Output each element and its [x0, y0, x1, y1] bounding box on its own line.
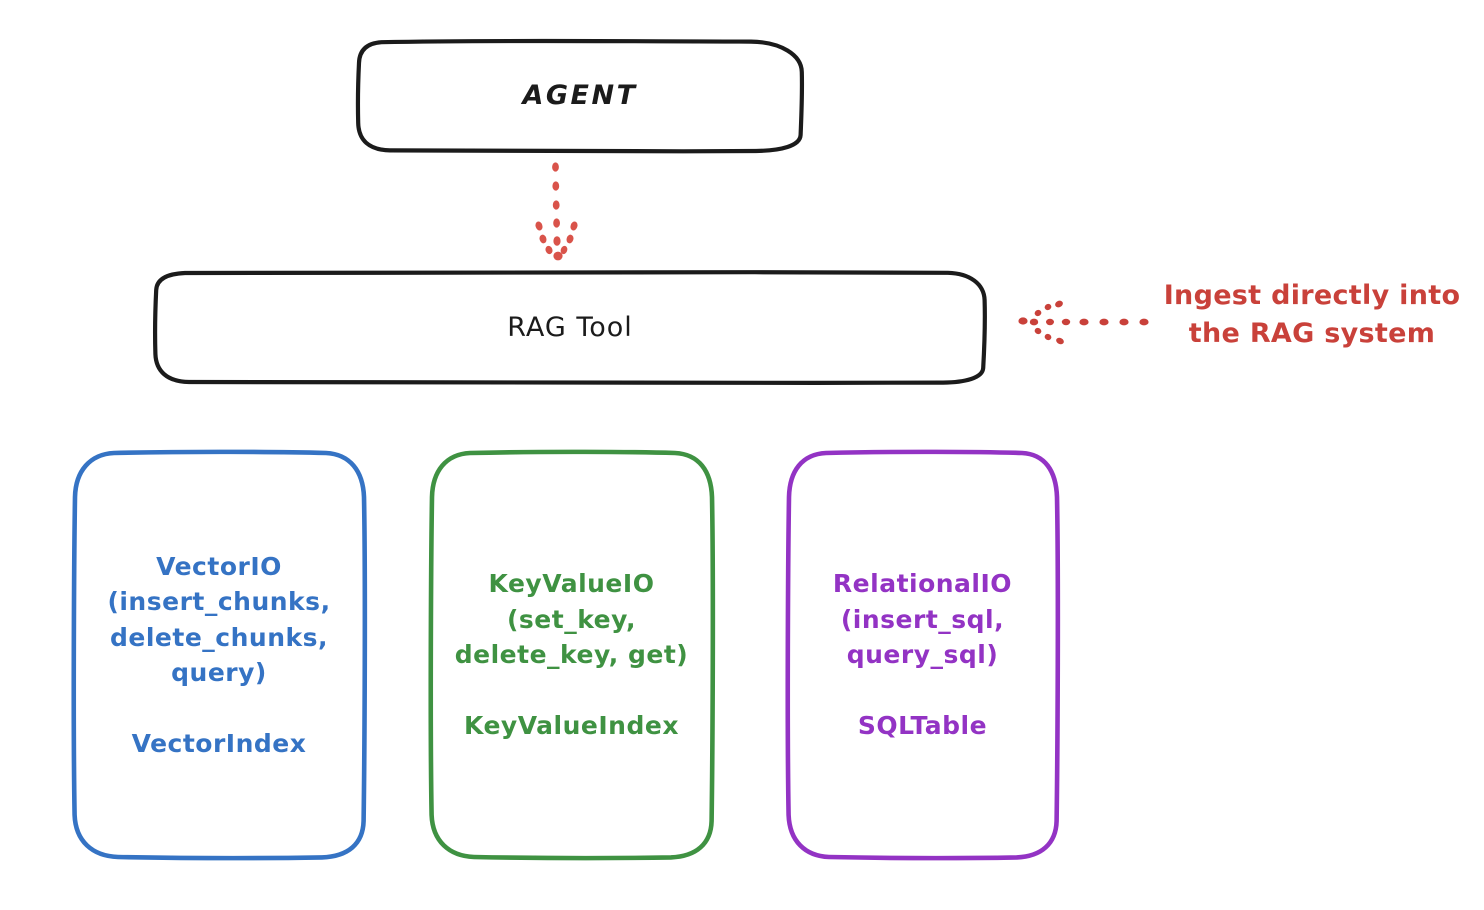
node-rag-tool[interactable]: RAG Tool	[153, 269, 987, 386]
node-key-value-io-label: KeyValueIO (set_key, delete_key, get) Ke…	[454, 569, 689, 741]
node-relational-io[interactable]: RelationalIO (insert_sql, query_sql) SQL…	[784, 449, 1061, 861]
node-vector-io-label: VectorIO (insert_chunks, delete_chunks, …	[107, 551, 331, 759]
node-relational-io-label: RelationalIO (insert_sql, query_sql) SQL…	[832, 569, 1013, 741]
node-key-value-io[interactable]: KeyValueIO (set_key, delete_key, get) Ke…	[427, 449, 716, 861]
node-agent[interactable]: AGENT	[355, 38, 805, 154]
node-vector-io[interactable]: VectorIO (insert_chunks, delete_chunks, …	[70, 449, 368, 861]
node-agent-label: AGENT	[522, 80, 638, 112]
annotation-ingest-directly: Ingest directly into the RAG system	[1163, 280, 1461, 349]
edge-agent-to-rag-tool	[535, 162, 578, 261]
node-rag-tool-label: RAG Tool	[507, 311, 633, 343]
edge-ingest-arrow	[1018, 300, 1149, 345]
